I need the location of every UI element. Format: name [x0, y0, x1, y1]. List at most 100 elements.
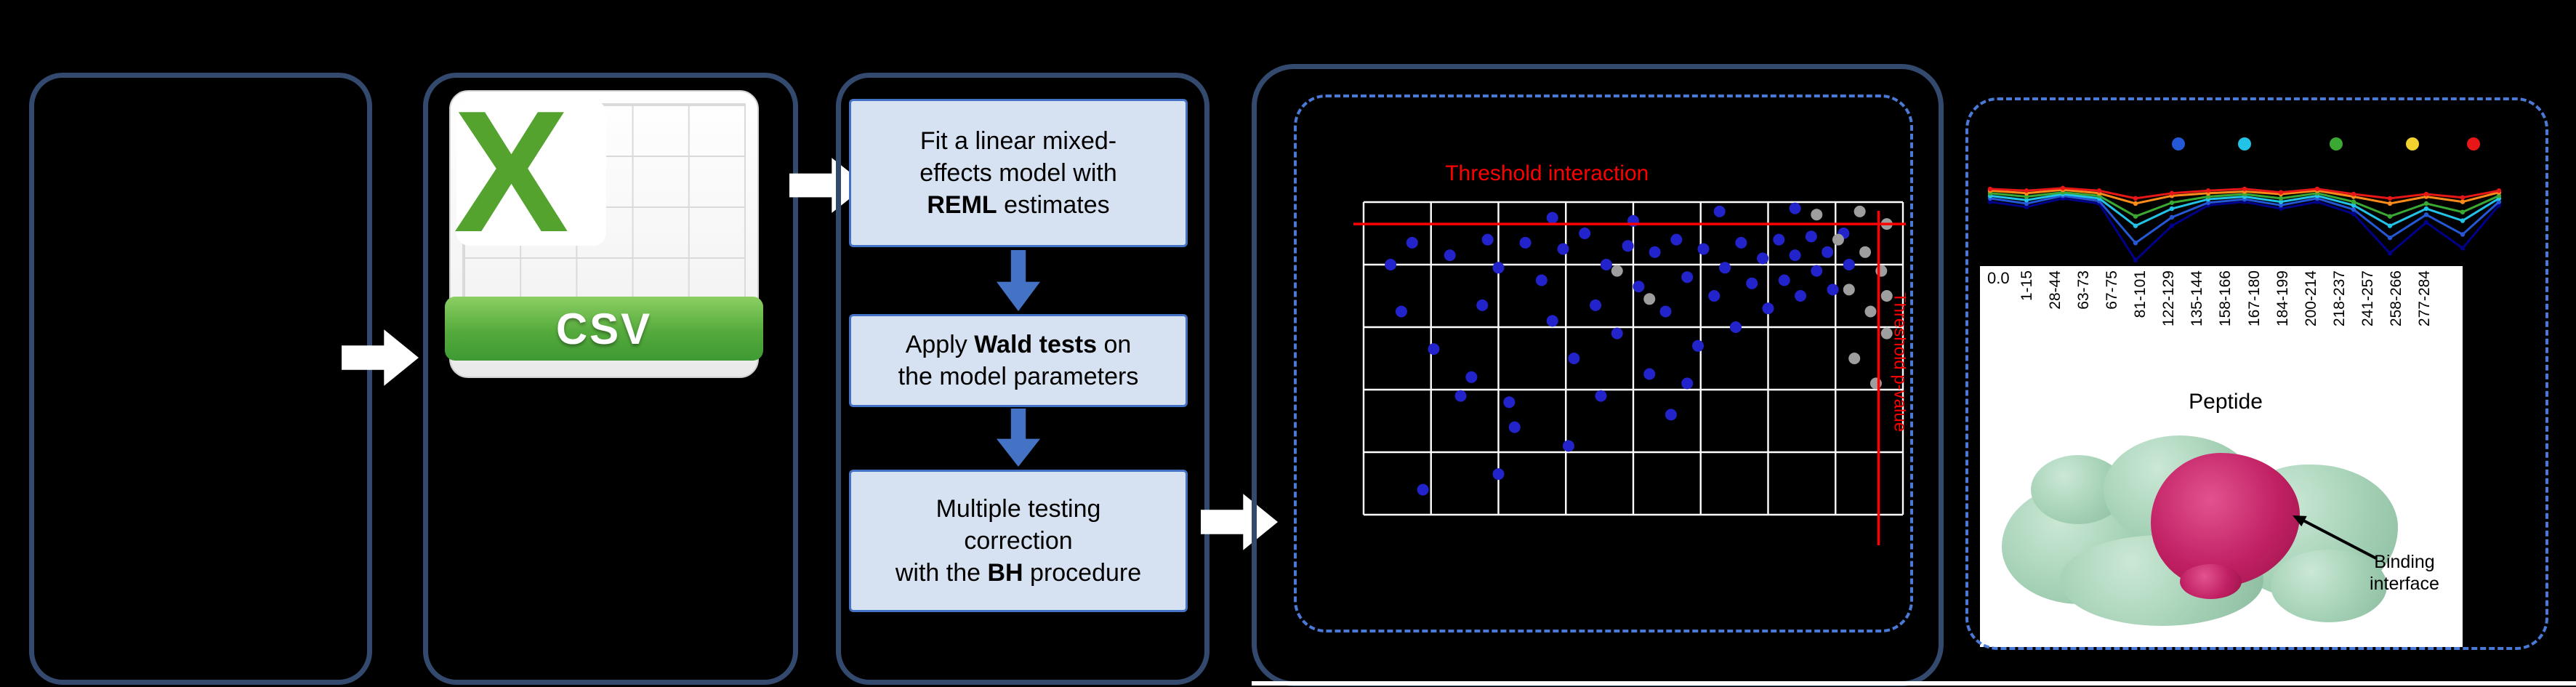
scatter-point-interaction-points — [1492, 262, 1505, 274]
flow-text-segment-bold: Wald tests — [974, 330, 1097, 358]
threshold-pvalue-label: Threshold p-value — [1891, 292, 1906, 432]
line-marker-darkblue — [2351, 211, 2356, 217]
line-marker-green — [2205, 194, 2211, 199]
flow-box-bh: Multiple testing correction with the BH … — [849, 470, 1188, 612]
scatter-point-interaction-points — [1697, 243, 1710, 255]
scatter-point-interaction-points — [1811, 265, 1823, 277]
line-marker-darkblue — [2423, 220, 2429, 225]
line-marker-red — [1987, 186, 1993, 192]
scatter-point-interaction-points — [1649, 246, 1661, 258]
line-marker-blue — [2024, 201, 2029, 206]
flow-text-segment-bold: BH — [987, 559, 1023, 587]
line-marker-cyan — [2387, 223, 2393, 228]
scatter-point-interaction-points — [1600, 259, 1612, 270]
line-marker-darkblue — [2133, 257, 2138, 263]
scatter-point-nonsignificant-points — [1848, 353, 1861, 364]
csv-banner: CSV — [445, 297, 763, 361]
line-marker-red — [2205, 188, 2211, 193]
x-axis-label: Peptide — [2189, 390, 2263, 414]
bottom-white-strip — [1252, 681, 2576, 686]
line-marker-green — [2460, 209, 2466, 214]
results-peptide-panel — [1965, 97, 2548, 650]
excel-x-letter: X — [454, 76, 569, 268]
scatter-point-interaction-points — [1789, 202, 1801, 214]
line-marker-red — [2024, 188, 2029, 193]
scatter-point-nonsignificant-points — [1869, 377, 1882, 390]
line-marker-blue — [2169, 214, 2175, 220]
flow-text-segment: Fit a linear mixed- — [919, 126, 1117, 155]
line-marker-red — [2169, 190, 2175, 196]
line-marker-red — [2314, 186, 2320, 192]
scatter-point-interaction-points — [1757, 252, 1769, 265]
scatter-point-interaction-points — [1595, 390, 1607, 402]
flow-text-segment: the model parameters — [898, 363, 1139, 390]
scatter-point-interaction-points — [1681, 377, 1694, 390]
scatter-point-interaction-points — [1692, 340, 1704, 352]
line-marker-blue — [2460, 232, 2466, 237]
line-marker-orange — [2133, 201, 2138, 206]
legend-dot — [2330, 137, 2343, 150]
line-marker-darkblue — [2024, 204, 2029, 209]
legend-dot — [2172, 137, 2185, 150]
scatter-point-interaction-points — [1622, 240, 1634, 252]
line-marker-blue — [2496, 199, 2502, 204]
flow-text-segment: estimates — [997, 191, 1110, 220]
scatter-point-interaction-points — [1590, 299, 1602, 311]
scatter-point-nonsignificant-points — [1875, 265, 1888, 277]
line-marker-blue — [2205, 200, 2211, 205]
line-marker-red — [2096, 188, 2102, 193]
legend-dot — [2406, 137, 2419, 150]
line-marker-red — [2351, 191, 2356, 197]
scatter-point-interaction-points — [1729, 321, 1742, 333]
flow-box-bh-text: Multiple testing correction with the BH … — [895, 493, 1141, 590]
scatter-point-nonsignificant-points — [1880, 290, 1893, 302]
line-marker-green — [2351, 199, 2356, 204]
flow-text-segment: procedure — [1023, 559, 1142, 587]
scatter-point-interaction-points — [1746, 277, 1758, 289]
line-marker-red — [2460, 195, 2466, 200]
line-marker-red — [2423, 191, 2429, 197]
line-marker-darkblue — [2314, 199, 2320, 204]
scatter-point-interaction-points — [1708, 290, 1720, 302]
scatter-point-nonsignificant-points — [1853, 205, 1866, 217]
scatter-point-interaction-points — [1579, 228, 1591, 239]
scatter-point-nonsignificant-points — [1611, 265, 1623, 277]
scatter-point-interaction-points — [1465, 371, 1478, 383]
scatter-point-interaction-points — [1395, 305, 1407, 318]
line-marker-blue — [2133, 241, 2138, 246]
line-marker-green — [2169, 200, 2175, 205]
csv-banner-label: CSV — [555, 304, 653, 353]
flow-text-segment: correction — [964, 526, 1073, 555]
line-marker-green — [2024, 194, 2029, 199]
annotation-line: interface — [2370, 574, 2439, 594]
line-marker-red — [2133, 196, 2138, 201]
line-series-darkblue — [1989, 197, 2500, 262]
peptide-profile-line-plot — [1987, 137, 2502, 263]
flow-box-reml: Fit a linear mixed- effects model with R… — [849, 99, 1188, 247]
line-marker-green — [2423, 201, 2429, 206]
scatter-point-nonsignificant-points — [1832, 233, 1844, 246]
scatter-point-nonsignificant-points — [1843, 284, 1855, 296]
protein-green-lobe — [2271, 550, 2387, 622]
binding-interface-blob — [2180, 564, 2242, 599]
scatter-point-interaction-points — [1805, 230, 1817, 243]
line-marker-orange — [2460, 199, 2466, 204]
scatter-point-interaction-points — [1611, 327, 1623, 340]
scatter-point-interaction-points — [1546, 315, 1558, 327]
line-marker-blue — [2423, 212, 2429, 217]
scatter-point-nonsignificant-points — [1643, 293, 1656, 305]
line-marker-cyan — [2460, 218, 2466, 223]
flow-text-segment: effects model with — [919, 158, 1117, 187]
scatter-point-interaction-points — [1659, 305, 1672, 318]
scatter-dashed-frame — [1294, 95, 1913, 632]
csv-panel — [423, 73, 798, 685]
protein-structure — [2002, 415, 2409, 637]
scatter-point-interaction-points — [1535, 274, 1547, 286]
scatter-point-interaction-points — [1827, 284, 1839, 296]
line-marker-cyan — [2133, 223, 2138, 228]
line-marker-cyan — [2351, 203, 2356, 208]
scatter-point-interaction-points — [1795, 290, 1807, 302]
scatter-point-interaction-points — [1665, 409, 1677, 421]
